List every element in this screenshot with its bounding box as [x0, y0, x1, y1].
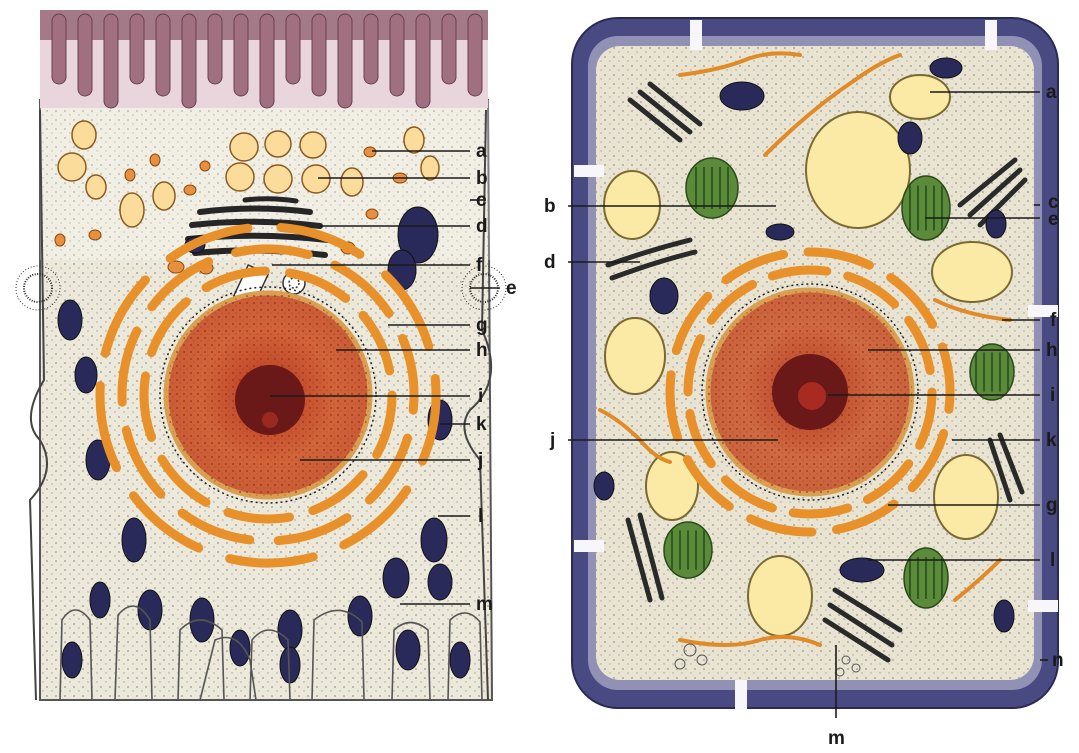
- animal-label-m: m: [476, 594, 493, 615]
- animal-label-k: k: [476, 414, 487, 435]
- microvillus: [156, 14, 170, 96]
- microvillus: [260, 14, 274, 108]
- dark-organelle: [450, 642, 470, 678]
- microvillus: [78, 14, 92, 96]
- animal-label-h: h: [476, 340, 488, 361]
- animal-label-d: d: [476, 216, 488, 237]
- plant-label-i: i: [1050, 385, 1055, 406]
- dark-organelle: [986, 210, 1006, 238]
- microvillus: [130, 14, 144, 84]
- microvillus: [182, 14, 196, 108]
- plant-label-l: l: [1050, 550, 1055, 571]
- plant-label-a: a: [1046, 82, 1057, 103]
- dark-organelle: [396, 630, 420, 670]
- plant-label-e: e: [1048, 209, 1059, 230]
- dark-organelle: [75, 357, 97, 393]
- dark-organelle: [650, 278, 678, 314]
- animal-label-g: g: [476, 315, 488, 336]
- microvillus: [442, 14, 456, 84]
- microvillus: [416, 14, 430, 108]
- plant-label-k: k: [1046, 430, 1057, 451]
- dark-organelle: [994, 600, 1014, 632]
- plant-label-b: b: [544, 196, 556, 217]
- animal-label-e: e: [506, 278, 517, 299]
- dark-organelle: [421, 518, 447, 562]
- plant-label-d: d: [544, 252, 556, 273]
- microvillus: [52, 14, 66, 84]
- microvillus: [338, 14, 352, 108]
- plant-label-n: n: [1052, 650, 1064, 671]
- dark-organelle: [840, 558, 884, 582]
- plant-label-m: m: [828, 728, 845, 749]
- dark-organelle: [348, 596, 372, 636]
- dark-organelle: [278, 610, 302, 650]
- dark-organelle: [766, 224, 794, 240]
- dark-organelle: [230, 630, 250, 666]
- dark-organelle: [428, 564, 452, 600]
- animal-label-l: l: [478, 506, 483, 527]
- plant-cell: [572, 18, 1058, 710]
- microvillus: [364, 14, 378, 84]
- microvillus: [468, 14, 482, 96]
- dark-organelle: [930, 58, 962, 78]
- microvillus: [208, 14, 222, 84]
- plant-label-f: f: [1050, 310, 1057, 331]
- animal-label-a: a: [476, 141, 487, 162]
- dark-organelle: [122, 518, 146, 562]
- microvillus: [286, 14, 300, 84]
- microvillus: [234, 14, 248, 96]
- plant-label-g: g: [1046, 495, 1058, 516]
- dark-organelle: [594, 472, 614, 500]
- dark-organelle: [62, 642, 82, 678]
- plant-label-h: h: [1046, 340, 1058, 361]
- animal-label-b: b: [476, 168, 488, 189]
- microvilli-group: [52, 14, 482, 108]
- microvillus: [312, 14, 326, 96]
- animal-label-c: c: [476, 190, 487, 211]
- animal-cell: [16, 10, 506, 700]
- microvillus: [104, 14, 118, 108]
- microvillus: [390, 14, 404, 96]
- animal-label-f: f: [476, 255, 483, 276]
- dark-organelle: [58, 300, 82, 340]
- dark-organelle: [90, 582, 110, 618]
- dark-organelle: [383, 558, 409, 598]
- animal-label-i: i: [478, 386, 483, 407]
- dark-organelle: [898, 122, 922, 154]
- plant-label-j: j: [549, 430, 555, 451]
- animal-label-j: j: [477, 450, 483, 471]
- dark-organelle: [720, 82, 764, 110]
